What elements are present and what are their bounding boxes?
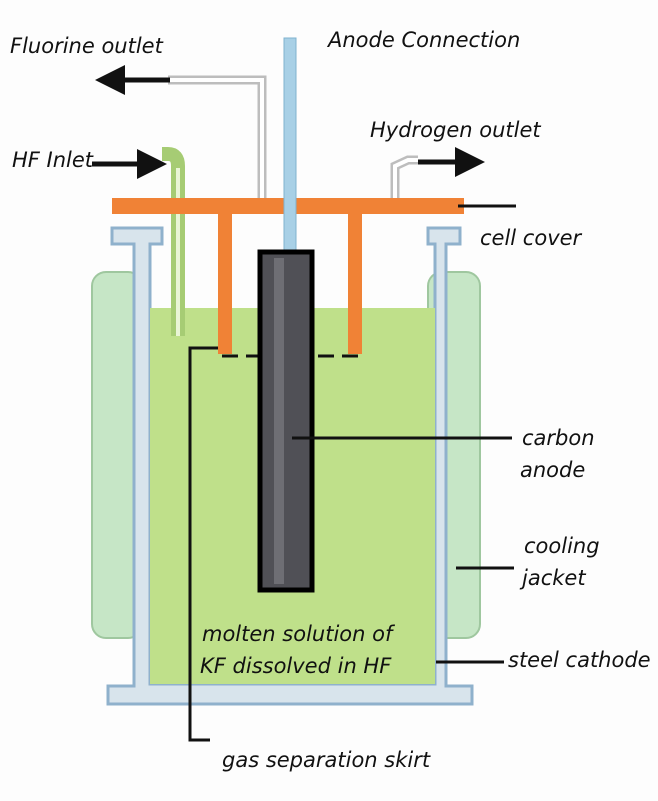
carbon-anode-highlight: [274, 258, 284, 584]
label-electrolyte-1: molten solution of: [202, 622, 393, 646]
label-carbon-anode-2: anode: [520, 458, 586, 482]
gas-separation-skirt-left: [218, 214, 232, 354]
label-carbon-anode-1: carbon: [522, 426, 595, 450]
anode-connection-rod: [283, 37, 297, 255]
label-hf-inlet: HF Inlet: [12, 148, 94, 172]
label-cooling-jacket-2: jacket: [522, 566, 586, 590]
label-cell-cover: cell cover: [480, 226, 582, 250]
carbon-anode: [257, 249, 315, 593]
label-electrolyte-2: KF dissolved in HF: [200, 654, 392, 678]
label-hydrogen-outlet: Hydrogen outlet: [370, 118, 541, 142]
label-gas-separation-skirt: gas separation skirt: [222, 748, 431, 772]
label-anode-connection: Anode Connection: [328, 28, 521, 52]
label-cooling-jacket-1: cooling: [524, 534, 600, 558]
hf-inlet-pipe: [162, 147, 185, 336]
label-fluorine-outlet: Fluorine outlet: [10, 34, 163, 58]
gas-separation-skirt-leader: [188, 346, 218, 742]
gas-separation-skirt-right: [348, 214, 362, 354]
fluorine-outlet-pipe-inner: [168, 78, 264, 200]
hydrogen-outlet-pipe-inner: [393, 158, 418, 200]
label-steel-cathode: steel cathode: [508, 648, 651, 672]
